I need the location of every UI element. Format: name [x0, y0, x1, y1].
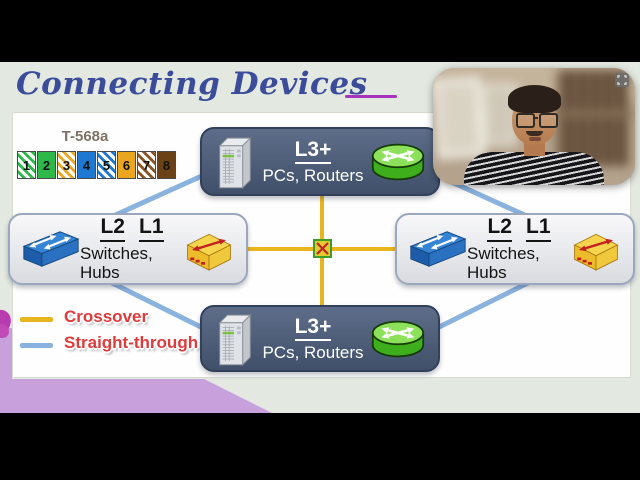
router-icon: [370, 142, 426, 182]
straight-line-bottom-left: [97, 274, 218, 337]
switch-icon: [409, 228, 467, 270]
wire-pin: 1: [17, 151, 36, 179]
expand-icon[interactable]: [615, 73, 629, 87]
crossover-junction-icon: [313, 239, 332, 258]
title-accent-line: [345, 95, 397, 98]
presenter-shirt: [464, 152, 604, 185]
node-l2l1-left: L2 L1 Switches, Hubs: [8, 213, 248, 285]
tier-label-l2: L2: [487, 215, 512, 242]
tier-label-l1: L1: [139, 215, 164, 242]
devices-label: Switches, Hubs: [80, 243, 153, 283]
node-l3-bottom: L3+ PCs, Routers: [200, 305, 440, 372]
tier-label-l3: L3+: [294, 138, 332, 164]
presenter-mustache: [526, 131, 543, 136]
legend-straight-label: Straight-through: [64, 333, 199, 352]
devices-label: PCs, Routers: [262, 165, 364, 185]
tier-label-l1: L1: [526, 215, 551, 242]
pc-tower-icon: [214, 311, 256, 367]
page-title: Connecting Devices: [16, 66, 368, 102]
switch-icon: [22, 228, 80, 270]
wire-pin: 6: [117, 151, 136, 179]
wire-pin: 8: [157, 151, 176, 179]
wire-pin: 5: [97, 151, 116, 179]
node-l3-top: L3+ PCs, Routers: [200, 127, 440, 196]
devices-label: PCs, Routers: [262, 342, 364, 362]
straight-line-bottom-right: [422, 274, 543, 337]
tier-label-l2: L2: [100, 215, 125, 242]
presenter-mouth: [529, 137, 541, 141]
hub-icon: [571, 227, 621, 272]
wire-pin: 4: [77, 151, 96, 179]
webcam-overlay[interactable]: [433, 68, 635, 185]
hub-icon: [184, 227, 234, 272]
presenter-glasses: [516, 113, 558, 128]
letterbox-top: [0, 0, 640, 62]
wire-pin: 7: [137, 151, 156, 179]
devices-label: Switches, Hubs: [467, 243, 540, 283]
legend-straight-swatch: [20, 343, 53, 348]
bookshelf: [549, 110, 633, 117]
tier-label-l3: L3+: [294, 315, 332, 341]
presenter-hair: [508, 85, 561, 113]
router-icon: [370, 319, 426, 359]
legend-crossover-label: Crossover: [64, 307, 149, 326]
wire-pin: 3: [57, 151, 76, 179]
node-l2l1-right: L2 L1 Switches, Hubs: [395, 213, 635, 285]
letterbox-bottom: [0, 413, 640, 480]
t568a-label: T-568a: [61, 128, 109, 145]
magenta-decor-shape: [0, 307, 15, 340]
legend-crossover-swatch: [20, 317, 53, 322]
wire-pin: 2: [37, 151, 56, 179]
picture-frame: [433, 76, 486, 160]
pc-tower-icon: [214, 134, 256, 190]
